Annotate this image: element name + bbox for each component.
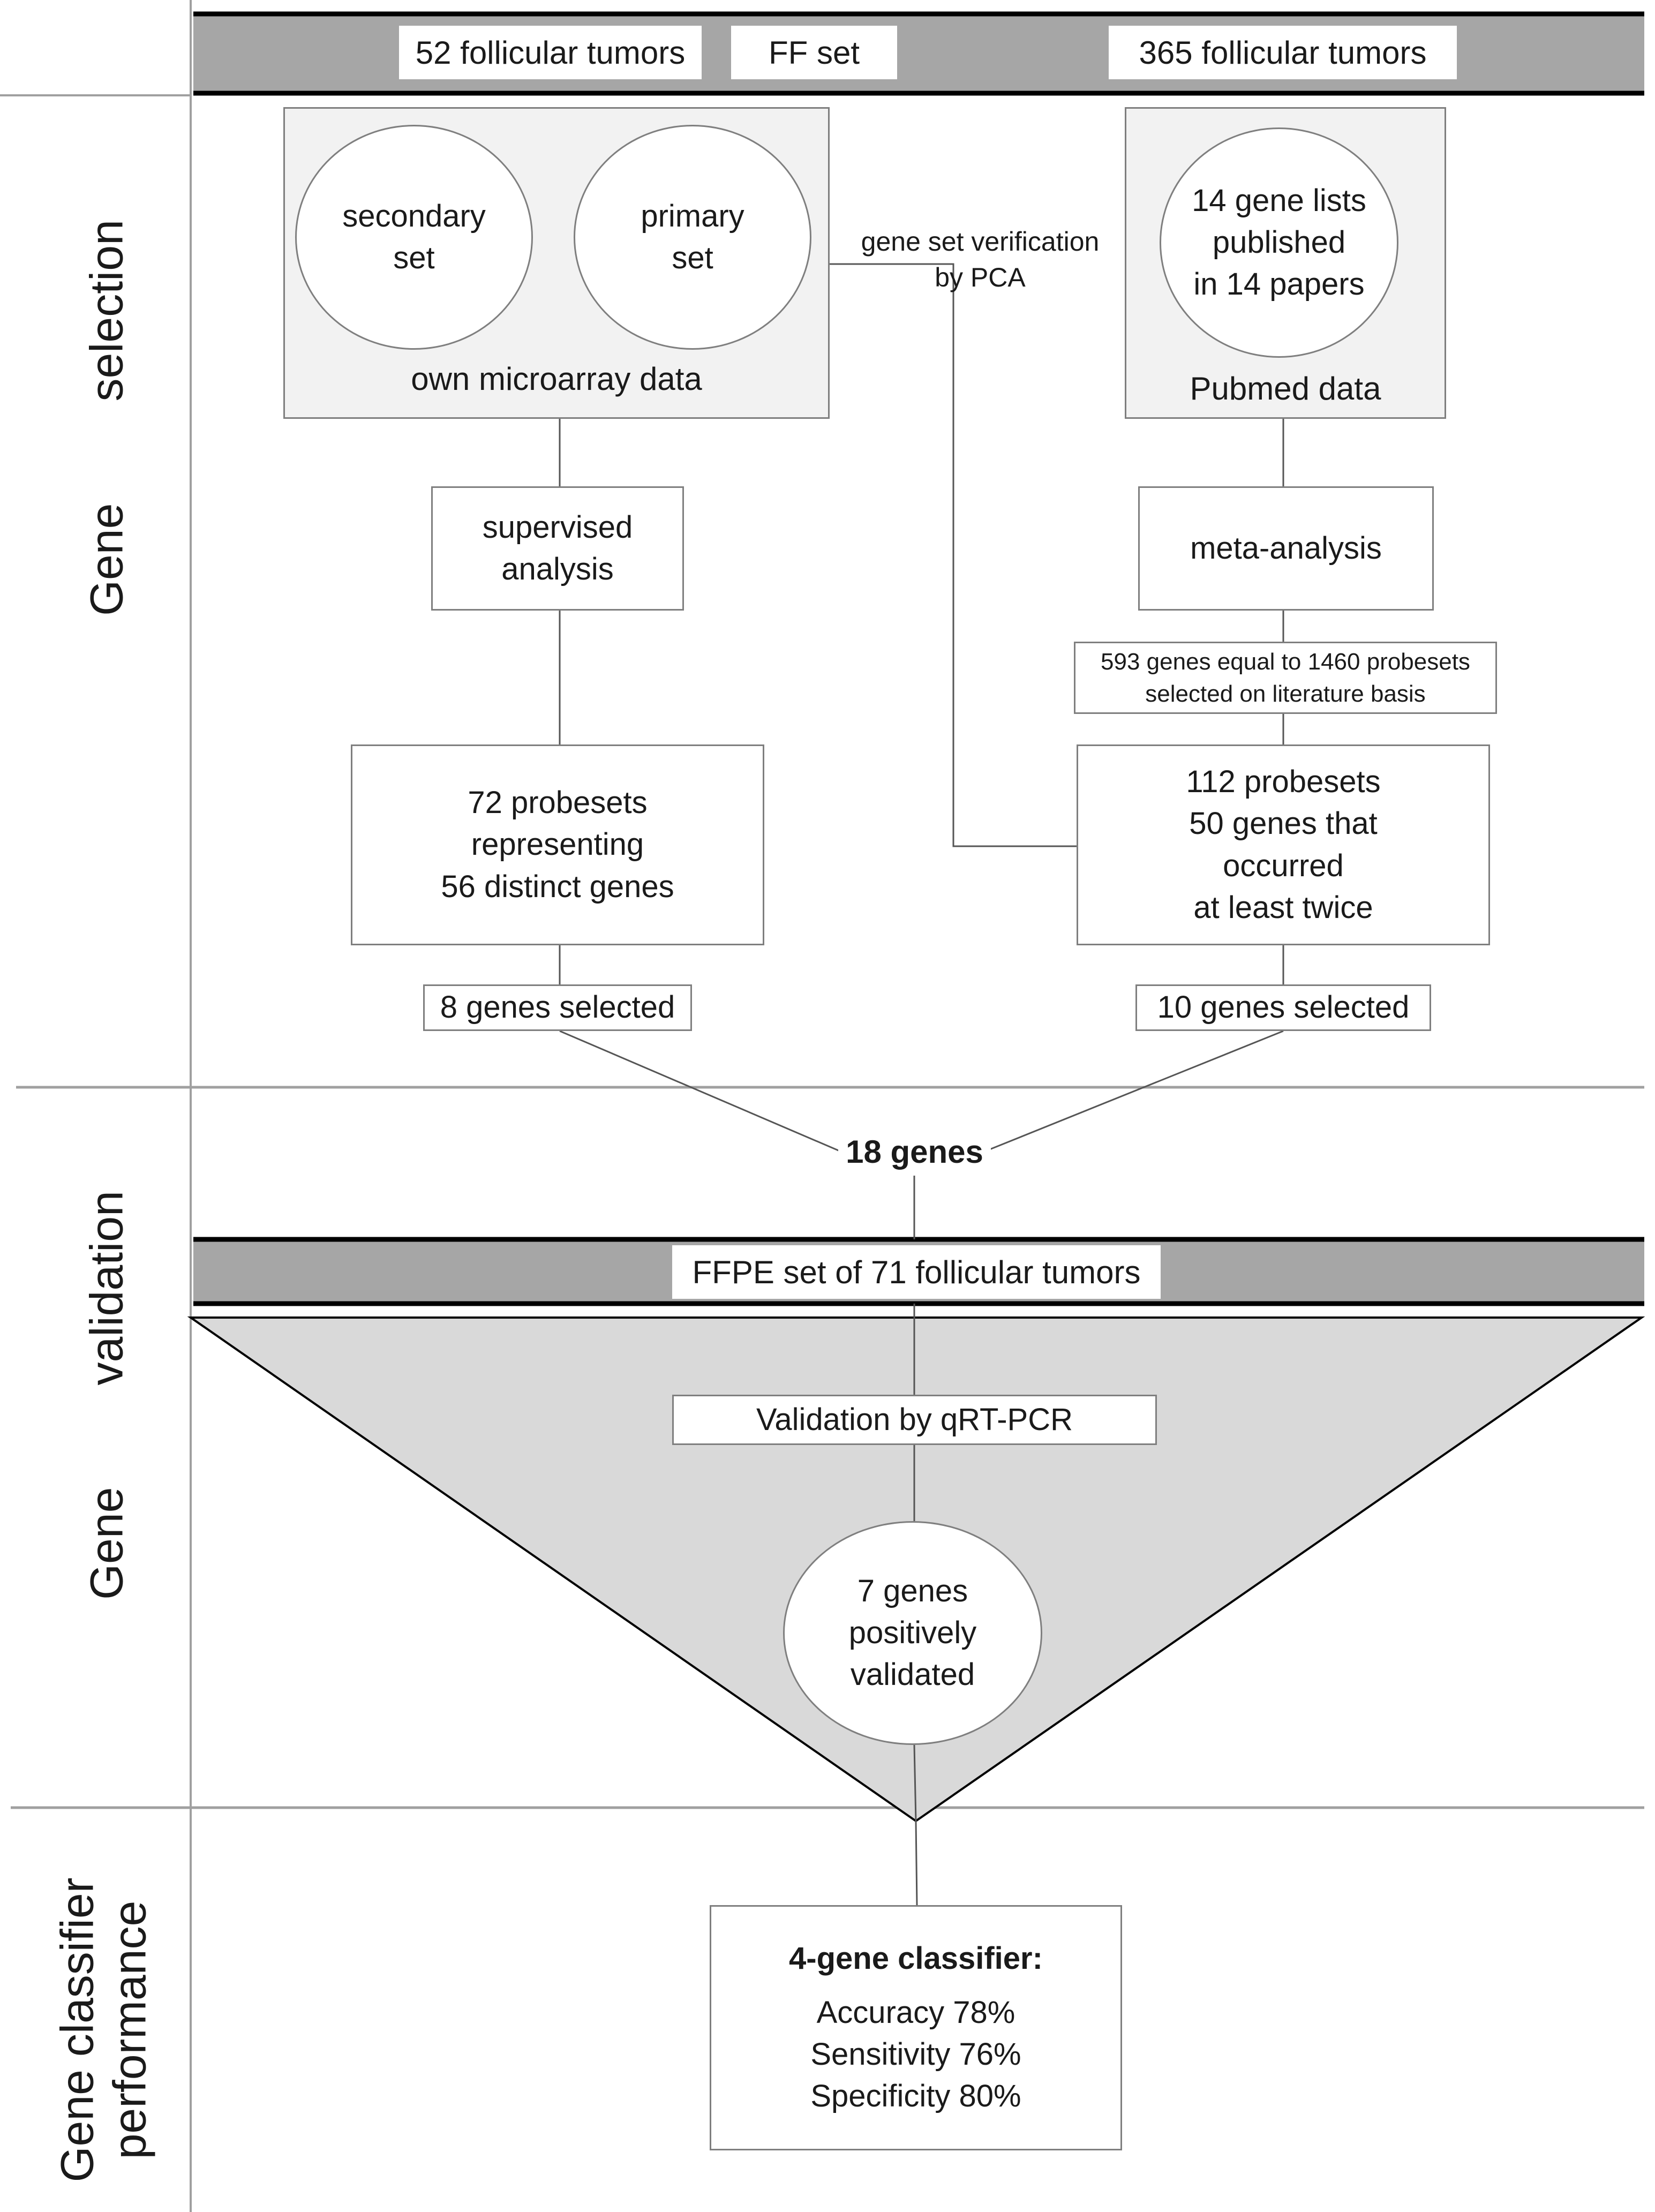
connector-pca-verification <box>829 263 1077 847</box>
pubmed-panel: 14 gene lists published in 14 papers Pub… <box>1125 107 1446 419</box>
header-left-label: 52 follicular tumors <box>399 26 702 79</box>
classifier-specificity: Specificity 80% <box>810 2079 1021 2114</box>
header-center-label: FF set <box>731 26 897 79</box>
section-label-selection: selection <box>81 220 133 402</box>
probesets-72-line2: representing <box>471 827 644 862</box>
pca-verification-label: gene set verification by PCA <box>836 222 1125 297</box>
section-label-gene-validation: Gene validation <box>81 1191 134 1600</box>
pubmed-caption: Pubmed data <box>1190 371 1381 407</box>
gene-lists-line2: published <box>1212 224 1346 260</box>
section-label-gene-classifier-line1: Gene classifier <box>51 1877 103 2183</box>
literature-genes-line1: 593 genes equal to 1460 probesets <box>1101 649 1470 675</box>
classifier-box: 4-gene classifier: Accuracy 78% Sensitiv… <box>710 1905 1122 2150</box>
selected-8-box: 8 genes selected <box>423 984 692 1031</box>
secondary-set-circle: secondary set <box>295 125 533 350</box>
probesets-72-line3: 56 distinct genes <box>441 869 674 904</box>
merge-18-genes-label: 18 genes <box>838 1127 991 1176</box>
classifier-sensitivity: Sensitivity 76% <box>810 2037 1021 2072</box>
classifier-accuracy: Accuracy 78% <box>816 1995 1015 2030</box>
supervised-analysis-line1: supervised <box>482 509 633 545</box>
pca-verification-line1: gene set verification <box>861 226 1100 257</box>
ffpe-set-label: FFPE set of 71 follicular tumors <box>672 1245 1161 1299</box>
qrtpcr-box: Validation by qRT-PCR <box>672 1395 1157 1445</box>
probesets-72-line1: 72 probesets <box>468 785 648 821</box>
header-right-label: 365 follicular tumors <box>1109 26 1457 79</box>
gene-lists-circle: 14 gene lists published in 14 papers <box>1160 127 1398 358</box>
primary-set-line2: set <box>672 240 713 275</box>
supervised-analysis-box: supervised analysis <box>431 486 684 611</box>
literature-genes-line2: selected on literature basis <box>1145 680 1426 707</box>
section-label-performance: performance <box>104 1901 157 2160</box>
connector-validated-to-apex <box>913 1744 917 1822</box>
gene-lists-line3: in 14 papers <box>1193 267 1365 302</box>
validated-line1: 7 genes <box>857 1573 968 1608</box>
own-microarray-panel: secondary set primary set own microarray… <box>283 107 830 419</box>
section-label-performance-line2: performance <box>104 1900 156 2160</box>
validated-line3: validated <box>850 1657 975 1692</box>
connector-8-to-merge <box>559 1030 841 1153</box>
supervised-analysis-line2: analysis <box>501 552 614 586</box>
connector-apex-to-classifier <box>915 1820 918 1906</box>
selected-10-box: 10 genes selected <box>1135 984 1431 1031</box>
secondary-set-line2: set <box>393 240 435 275</box>
pca-verification-line2: by PCA <box>935 262 1026 292</box>
probesets-112-box: 112 probesets 50 genes that occurred at … <box>1077 744 1490 945</box>
primary-set-line1: primary <box>641 198 744 234</box>
validated-line2: positively <box>848 1615 977 1650</box>
section-label-validation: validation <box>81 1191 133 1386</box>
literature-genes-box: 593 genes equal to 1460 probesets select… <box>1074 642 1497 714</box>
probesets-112-line3: occurred <box>1223 848 1344 883</box>
probesets-72-box: 72 probesets representing 56 distinct ge… <box>351 744 764 945</box>
classifier-title: 4-gene classifier: <box>789 1941 1043 1976</box>
secondary-set-line1: secondary <box>342 198 486 234</box>
section-label-gene: Gene <box>81 1487 133 1600</box>
own-microarray-caption: own microarray data <box>411 361 702 397</box>
primary-set-circle: primary set <box>574 125 811 350</box>
section-label-gene: Gene <box>81 503 133 616</box>
probesets-112-line1: 112 probesets <box>1186 764 1381 799</box>
meta-analysis-box: meta-analysis <box>1138 486 1434 611</box>
connector-10-to-merge <box>984 1030 1284 1153</box>
section-label-gene-selection: Gene selection <box>81 220 134 616</box>
section-label-gene-classifier: Gene classifier <box>51 1878 104 2183</box>
probesets-112-line2: 50 genes that <box>1189 806 1378 841</box>
validated-genes-circle: 7 genes positively validated <box>783 1521 1042 1745</box>
probesets-112-line4: at least twice <box>1193 890 1373 925</box>
gene-lists-line1: 14 gene lists <box>1192 183 1366 218</box>
